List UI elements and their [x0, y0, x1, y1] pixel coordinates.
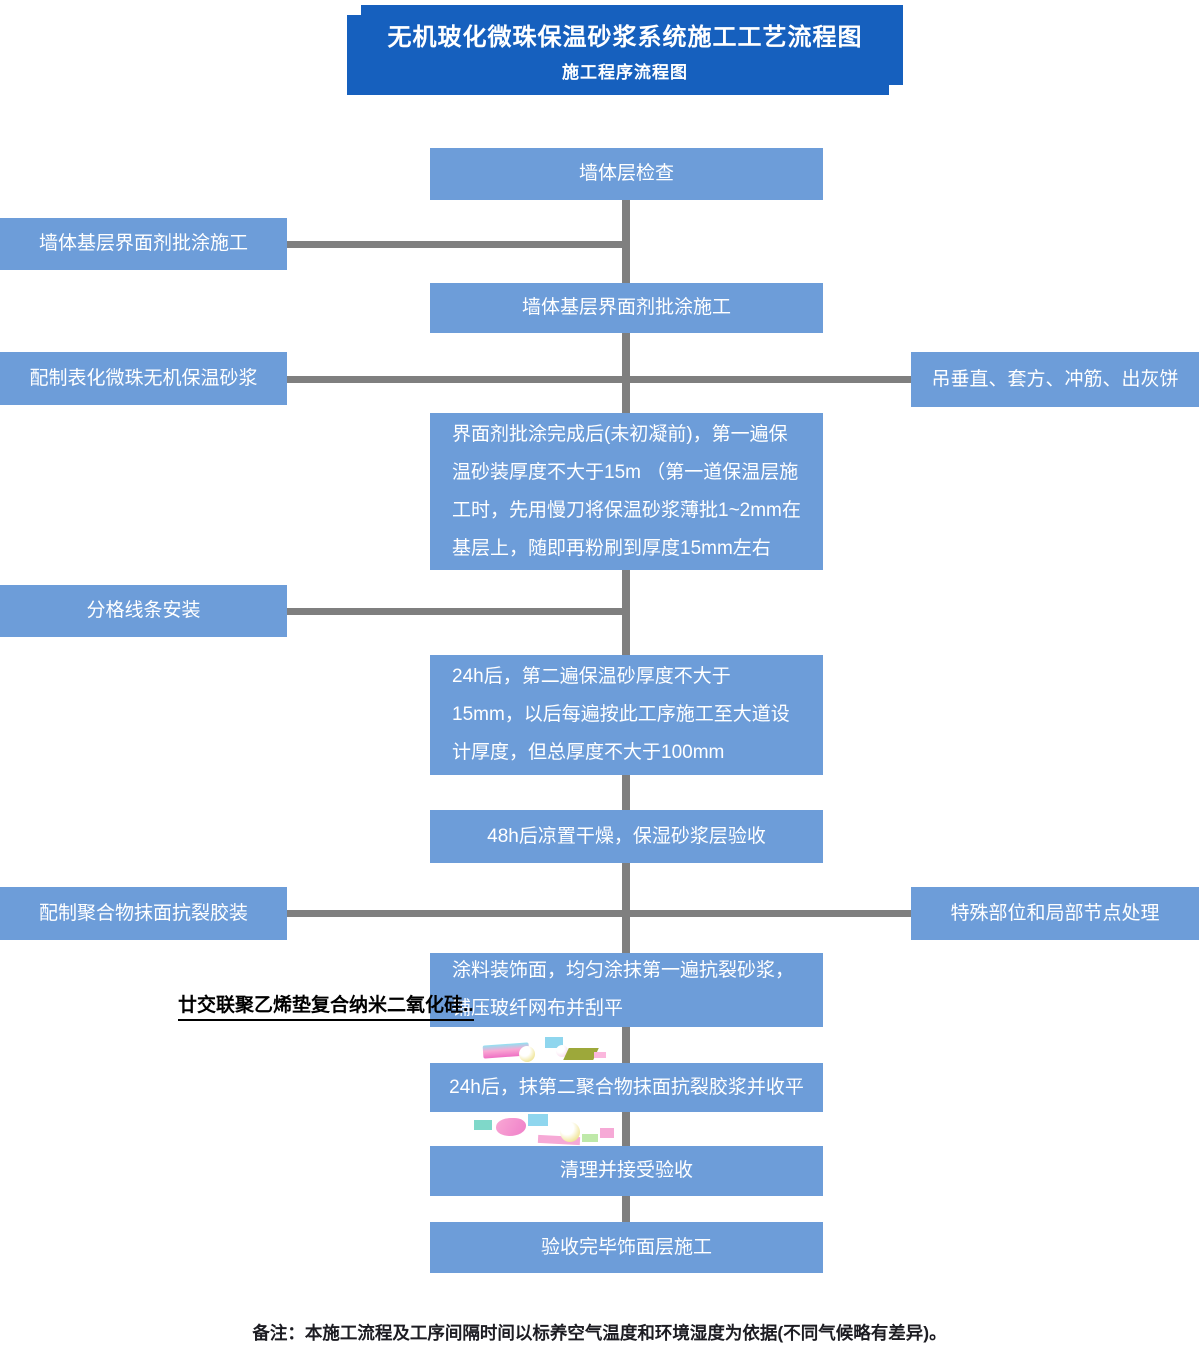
flow-box-48h-drying-acceptance: 48h后凉置干燥，保湿砂浆层验收	[430, 810, 823, 863]
doodle-cyan-chip2-icon	[528, 1114, 548, 1126]
flowchart-header: 无机玻化微珠保温砂浆系统施工工艺流程图 施工程序流程图	[347, 5, 903, 95]
flow-box-wall-inspection: 墙体层检查	[430, 148, 823, 200]
flow-box-left-interface-agent: 墙体基层界面剂批涂施工	[0, 218, 287, 270]
footer-note: 备注：本施工流程及工序间隔时间以标养空气温度和环境湿度为依据(不同气候略有差异)…	[252, 1323, 947, 1343]
connector-cross-1	[287, 376, 911, 383]
doodle-ball-icon	[519, 1046, 535, 1062]
flow-box-finish-layer: 验收完毕饰面层施工	[430, 1222, 823, 1273]
flow-box-right-special-nodes: 特殊部位和局部节点处理	[911, 887, 1199, 940]
flow-box-interface-agent-coating: 墙体基层界面剂批涂施工	[430, 283, 823, 333]
doodle-pink-chip2-icon	[600, 1128, 614, 1138]
flowchart-subtitle: 施工程序流程图	[562, 63, 688, 82]
flow-box-first-insulation-coat: 界面剂批涂完成后(未初凝前)，第一遍保温砂装厚度不大于15m （第一道保温层施工…	[430, 413, 823, 570]
connector-cross-2	[287, 910, 911, 917]
connector-left-1	[287, 241, 626, 248]
flow-box-cleanup-acceptance: 清理并接受验收	[430, 1146, 823, 1196]
header-notch-bottom-right	[889, 85, 903, 95]
flow-box-left-grid-lines-install: 分格线条安装	[0, 585, 287, 637]
doodle-pink-blob-icon	[496, 1118, 526, 1136]
flowchart-title: 无机玻化微珠保温砂浆系统施工工艺流程图	[387, 24, 863, 51]
doodle-cyan-chip-icon	[545, 1037, 563, 1048]
connector-left-3	[287, 608, 626, 615]
flow-box-right-plumb-square-ribs: 吊垂直、套方、冲筋、出灰饼	[911, 352, 1199, 407]
flow-box-left-prepare-polymer-adhesive: 配制聚合物抹面抗裂胶装	[0, 887, 287, 940]
flow-box-anticrack-mortar-mesh: 涂料装饰面，均匀涂抹第一遍抗裂砂浆，铺压玻纤网布并刮平	[430, 953, 823, 1027]
annotation-text: 廿交联聚乙烯垫复合纳米二氧化硅..	[178, 990, 474, 1021]
doodle-ball2-icon	[560, 1122, 580, 1142]
doodle-mint-chip-icon	[582, 1134, 598, 1142]
flow-box-second-polymer-coat: 24h后，抹第二聚合物抹面抗裂胶浆并收平	[430, 1063, 823, 1112]
doodle-teal-chip-icon	[474, 1120, 492, 1130]
header-notch-top-left	[347, 5, 361, 15]
doodle-pink-chip-icon	[594, 1052, 606, 1058]
flow-box-second-insulation-coat: 24h后，第二遍保温砂厚度不大于15mm，以后每遍按此工序施工至大道设计厚度，但…	[430, 655, 823, 775]
flow-box-left-prepare-insulation-mortar: 配制表化微珠无机保温砂浆	[0, 352, 287, 405]
